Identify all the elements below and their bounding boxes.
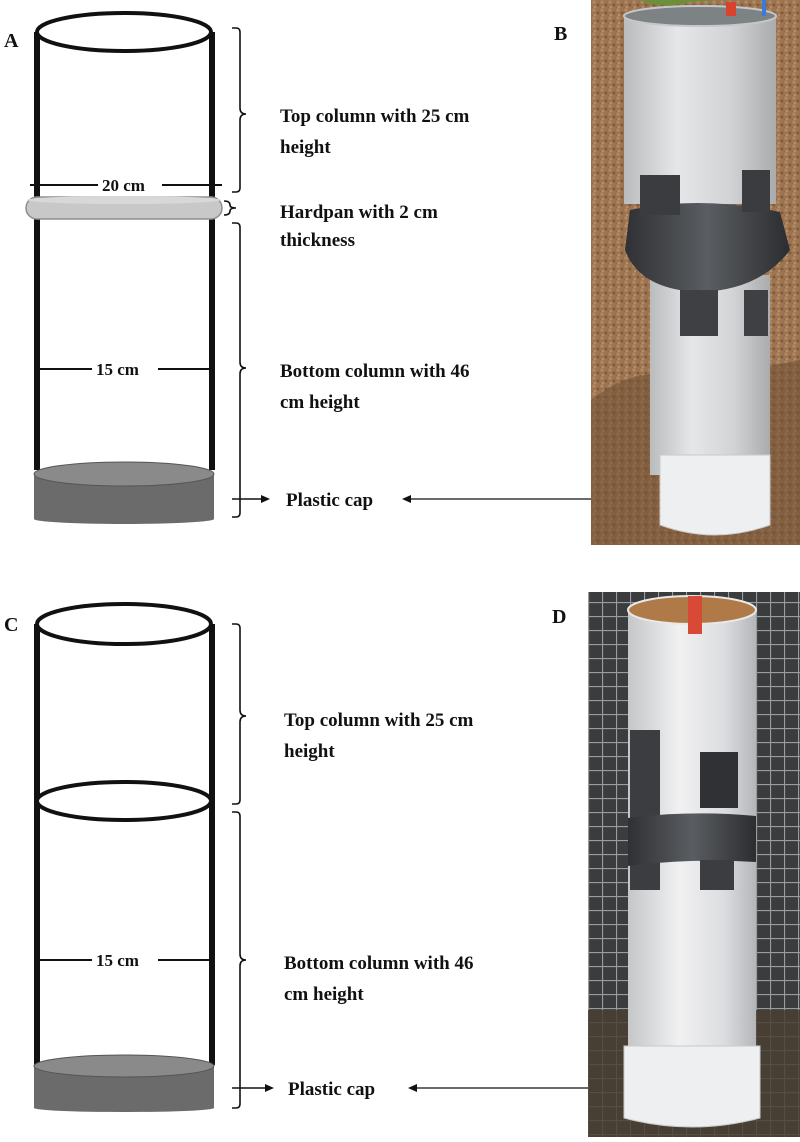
photo-b-pipe-rim	[623, 5, 777, 27]
photo-d-red-tag	[688, 596, 702, 634]
brace-bottom-c	[232, 811, 247, 1109]
photo-b-tape-patch3	[680, 290, 718, 336]
brace-hardpan	[223, 200, 237, 216]
brace-top-a	[232, 27, 247, 193]
photo-d-tape-strip1	[630, 730, 660, 890]
photo-d-tape-patch2	[700, 860, 734, 890]
panel-c: C 15 cm Top column with 25 cm height Bot…	[4, 602, 625, 1112]
bottom-column-c-label-line1: Bottom column with 46	[284, 953, 473, 974]
hardpan-label-line2: thickness	[280, 230, 355, 251]
panel-a: A 20 cm 15 cm Top column with 25 cm heig…	[4, 11, 662, 524]
panel-b-letter: B	[554, 23, 567, 45]
photo-b-tape-patch4	[744, 290, 768, 336]
panel-c-letter: C	[4, 614, 18, 636]
bottom-column-a-label-line1: Bottom column with 46	[280, 361, 469, 382]
dim-15c-label: 15 cm	[96, 951, 139, 970]
panel-b-photo: B	[554, 0, 800, 545]
top-column-a-label-line1: Top column with 25 cm	[280, 106, 469, 127]
brace-top-c	[232, 623, 247, 805]
brace-bottom-a	[232, 222, 247, 518]
photo-b-plant-leaves	[640, 0, 720, 6]
photo-d-tape-band	[628, 813, 756, 866]
cap-c-label: Plastic cap	[288, 1079, 375, 1100]
cap-a-top	[33, 461, 215, 487]
photo-b-blue-tag	[762, 0, 766, 16]
hardpan-label-line1: Hardpan with 2 cm	[280, 202, 438, 223]
photo-d-tape-patch	[700, 752, 738, 808]
column-a-top-rim	[35, 11, 213, 53]
cap-c-bottom	[34, 1104, 214, 1112]
photo-d-cap	[623, 1045, 761, 1128]
top-column-a-label-line2: height	[280, 137, 331, 158]
column-c-joint-rim	[35, 780, 213, 822]
panel-a-letter: A	[4, 30, 19, 52]
column-c-top-rim	[35, 602, 213, 646]
top-column-c-label-line1: Top column with 25 cm	[284, 710, 473, 731]
panel-d-photo: D	[552, 592, 800, 1137]
cap-a-arrow-left-head	[261, 495, 270, 503]
dim-20-label: 20 cm	[102, 176, 145, 195]
photo-b-red-tag	[726, 2, 736, 16]
photo-b-tape-patch1	[640, 175, 680, 215]
top-column-c-label-line2: height	[284, 741, 335, 762]
bottom-column-c-label-line2: cm height	[284, 984, 364, 1005]
photo-b-cap	[659, 454, 771, 536]
panel-d-letter: D	[552, 606, 566, 628]
cap-a-label: Plastic cap	[286, 490, 373, 511]
hardpan-top-face	[27, 196, 221, 204]
cap-c-arrow-right-head	[408, 1084, 417, 1092]
cap-c-arrow-left-head	[265, 1084, 274, 1092]
dim-15a-label: 15 cm	[96, 360, 139, 379]
photo-b-tape-band	[625, 202, 790, 292]
cap-c-top	[33, 1054, 215, 1078]
bottom-column-a-label-line2: cm height	[280, 392, 360, 413]
photo-b-tape-patch2	[742, 170, 770, 212]
cap-a-arrow-right-head	[402, 495, 411, 503]
cap-a-bottom	[34, 514, 214, 524]
